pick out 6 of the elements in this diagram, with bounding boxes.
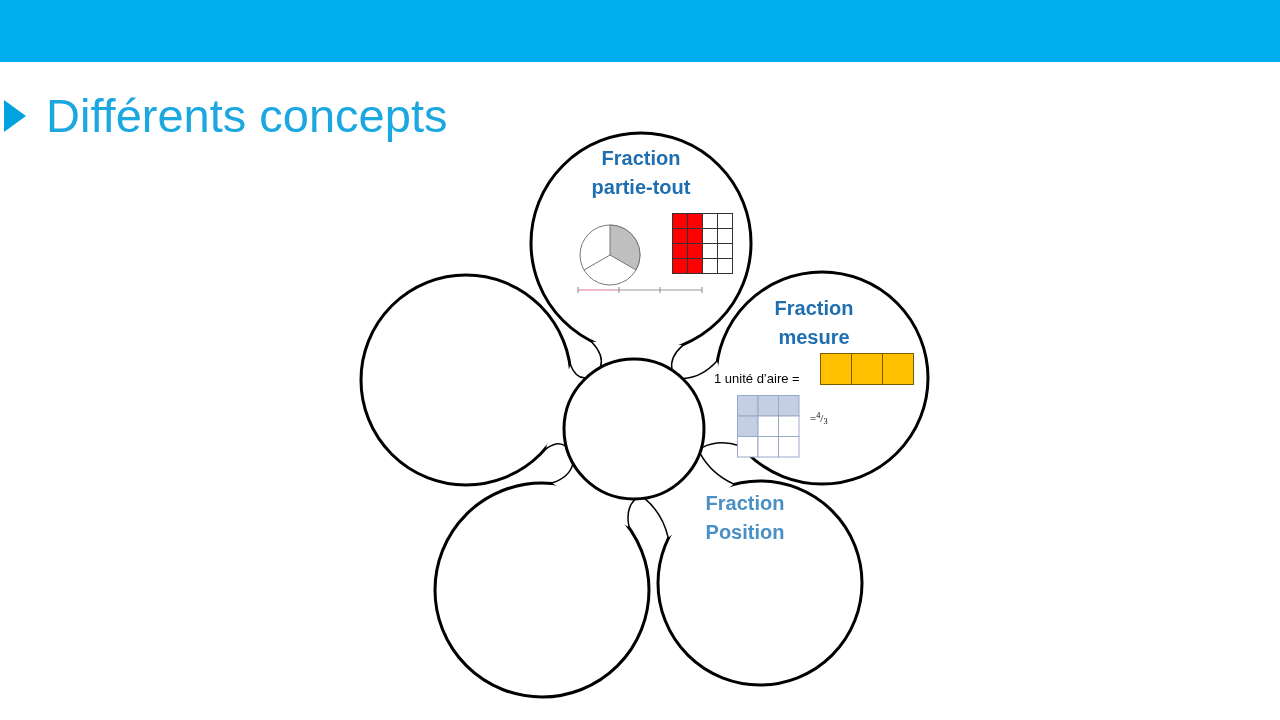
petal-text: 1 unité d’aire =	[714, 370, 801, 388]
petal-heading: Fraction mesure	[773, 296, 855, 350]
petal-heading: Fraction partie-tout	[590, 146, 692, 200]
petal-heading: Fraction Position	[704, 491, 786, 545]
slide-title: Différents concepts	[46, 88, 448, 144]
petal-text: =$^{4}$/$_{3}$	[810, 410, 829, 427]
